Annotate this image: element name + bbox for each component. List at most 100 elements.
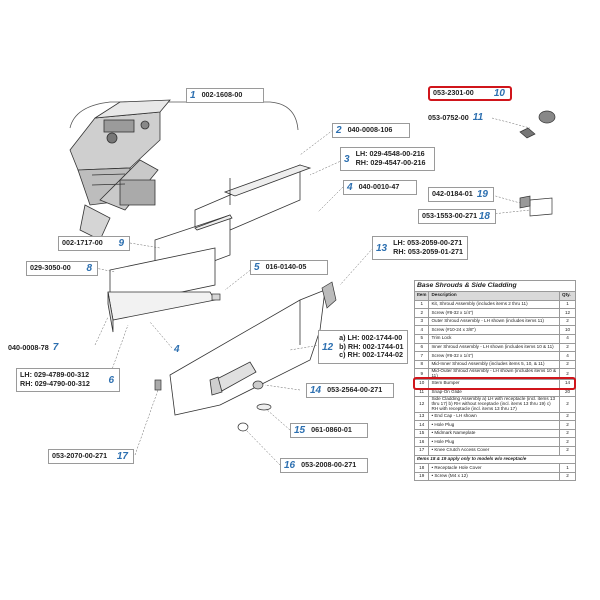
part-rh: RH: 053-2059-01-271 [393,247,464,256]
part-number: LH: 029-4548-00-216 RH: 029-4547-00-216 [353,150,429,167]
callout-item-1: 1 002-1608-00 [186,88,264,103]
cell-qty: 2 [559,437,576,447]
cell-description: • Hole Plug [428,437,560,447]
receptacle-cover [529,197,553,217]
table-row: 19• Screw (M4 x 12)2 [413,471,576,482]
part-number: 061-0860-01 [311,425,352,435]
part-b: b) RH: 002-1744-01 [339,341,404,351]
cell-item: 8 [413,359,430,370]
cell-description: • Hole Plug [428,420,560,430]
cell-qty: 12 [559,308,576,318]
small-parts [154,110,556,432]
callout-item-14: 14 053-2564-00-271 [306,383,394,398]
cell-description: • Receptacle Hole Cover [428,463,560,473]
item-number-4: 4 [347,182,353,193]
part-number: 053-2070-00-271 [52,451,108,461]
cell-item: 6 [413,342,430,353]
cover-screw [519,195,531,209]
item-number-1: 1 [190,90,196,101]
cell-qty: 10 [559,325,576,335]
callout-item-17: 053-2070-00-271 17 [48,449,134,464]
cell-qty: 4 [559,333,576,344]
part-number: 053-2008-00-271 [301,460,357,470]
cell-item: 7 [413,351,430,361]
callout-item-6: LH: 029-4789-00-312 RH: 029-4790-00-312 … [16,368,120,392]
callout-item-3: 3 LH: 029-4548-00-216 RH: 029-4547-00-21… [340,147,435,171]
header-description: Description [428,291,560,301]
callout-item-9: 002-1717-00 9 [58,236,130,251]
table-note: Items 18 & 19 apply only to models w/o r… [414,454,576,465]
part-number: a) LH: 002-1744-00 b) RH: 002-1744-01 c)… [336,333,406,360]
hole-plug [252,380,264,390]
parts-list-table: Base Shrouds & Side Cladding Item Descri… [413,280,576,482]
item-number-15: 15 [294,425,306,436]
cell-description: Screw (#10-24 x 3/8") [428,325,560,335]
cell-qty: 2 [559,342,576,353]
part-number: 029-3050-00 [30,263,71,273]
callout-item-10: 053-2301-00 10 [428,86,512,101]
item-number-16: 16 [284,460,296,471]
cell-description: Inner Shroud Assembly - LH shown (includ… [428,342,560,353]
trim-lock [211,293,221,301]
item-number-6: 6 [108,374,114,386]
cell-qty: 2 [559,445,576,456]
part-number: LH: 029-4789-00-312 RH: 029-4790-00-312 [17,371,93,388]
cell-item: 18 [413,463,430,473]
item-number-19: 19 [476,189,488,200]
cell-description: Kit, Shroud Assembly (includes items 2 t… [428,299,560,310]
item-number-11: 11 [472,112,484,123]
cell-item: 13 [413,411,430,422]
cell-item: 9 [413,368,430,380]
cell-item: 4 [413,325,430,335]
cell-qty: 2 [559,359,576,370]
cell-item: 12 [413,396,430,413]
cell-description: Screw (#8-32 x 1/4") [428,308,560,318]
callout-item-4-lower: 4 [170,344,180,355]
callout-item-4-top: 4 040-0010-47 [343,180,417,195]
part-number: 040-0008-106 [347,125,393,135]
cell-qty: 20 [559,387,576,398]
item-number-18: 18 [478,211,490,222]
cell-description: Side Cladding Assembly a) LH with recept… [428,396,560,413]
cell-qty: 2 [559,420,576,430]
item-number-13: 13 [376,242,388,254]
part-lh: LH: 029-4789-00-312 [20,370,90,380]
end-cap [321,281,337,309]
cell-qty: 1 [559,463,576,473]
callout-item-16: 16 053-2008-00-271 [280,458,368,473]
cell-description: • End Cap - LH shown [428,411,560,422]
item-number-14: 14 [310,385,322,396]
part-number: 053-0752-00 [428,113,469,122]
item-number-3: 3 [344,153,350,165]
cell-item: 3 [413,316,430,327]
part-a: a) LH: 002-1744-00 [339,333,403,343]
callout-item-18: 053-1553-00-271 18 [418,209,496,224]
cell-description: • Knee Crutch Access Cover [428,445,560,456]
callout-item-19: 042-0184-01 19 [428,187,494,202]
item-number-10: 10 [493,88,505,99]
part-lh: LH: 053-2059-00-271 [393,238,463,248]
cell-description: Trim Lock [428,333,560,344]
cell-qty: 2 [559,471,576,482]
part-number: 053-1553-00-271 [422,211,478,221]
item-number-4: 4 [174,344,180,355]
part-number: 002-1717-00 [62,238,103,248]
part-number: 040-0010-47 [358,182,400,192]
header-item: Item [413,291,430,301]
cell-item: 16 [413,437,430,447]
callout-item-2: 2 040-0008-106 [332,123,410,138]
cell-item: 10 [413,378,430,389]
table-header-row: Item Description Qty. [413,291,576,301]
part-c: c) RH: 002-1744-02 [339,350,404,360]
part-rh: RH: 029-4790-00-312 [20,379,90,388]
